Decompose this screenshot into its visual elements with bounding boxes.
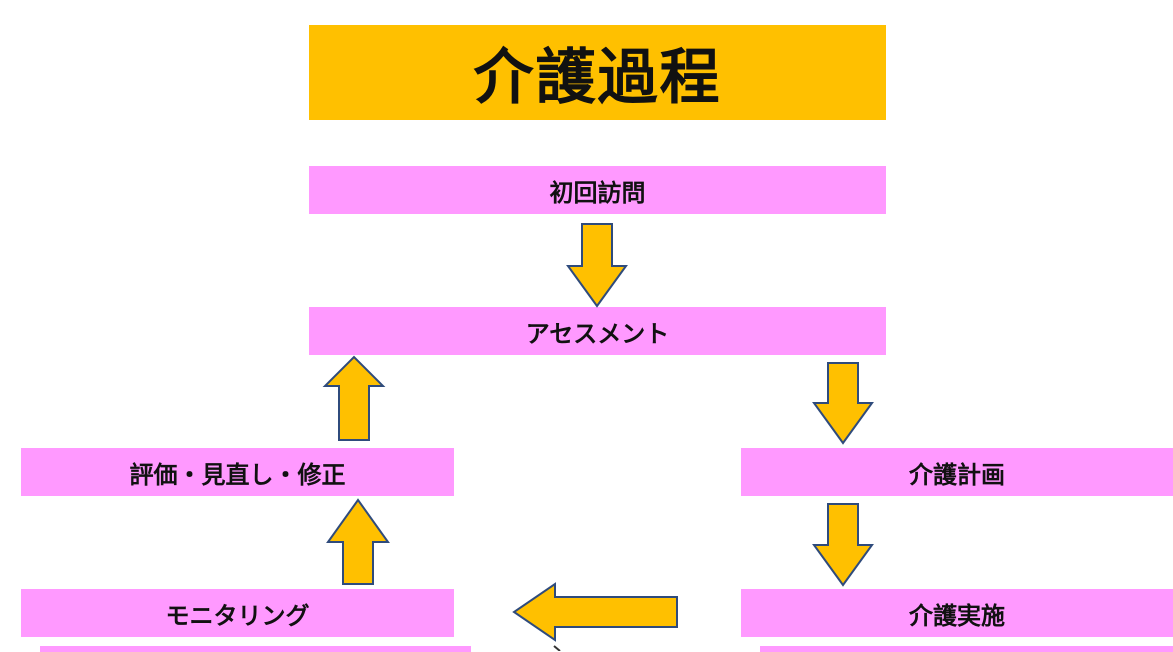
- step-initial-visit: 初回訪問: [309, 166, 886, 214]
- step-assessment: アセスメント: [309, 307, 886, 355]
- tick-mark: [553, 645, 561, 651]
- arrow-left-icon: [512, 582, 678, 642]
- diagram-title: 介護過程: [473, 43, 722, 113]
- arrow-down-icon: [812, 362, 874, 445]
- arrow-up-icon: [326, 498, 390, 585]
- partial-box-right: [760, 646, 1173, 652]
- partial-box-left: [40, 646, 471, 652]
- step-care-plan: 介護計画: [741, 448, 1173, 496]
- step-implementation: 介護実施: [741, 589, 1173, 637]
- title-banner: 介護過程: [309, 25, 886, 120]
- arrow-up-icon: [322, 355, 386, 441]
- arrow-down-icon: [566, 223, 628, 308]
- step-monitoring: モニタリング: [21, 589, 454, 637]
- arrow-down-icon: [812, 503, 874, 587]
- step-evaluation: 評価・見直し・修正: [21, 448, 454, 496]
